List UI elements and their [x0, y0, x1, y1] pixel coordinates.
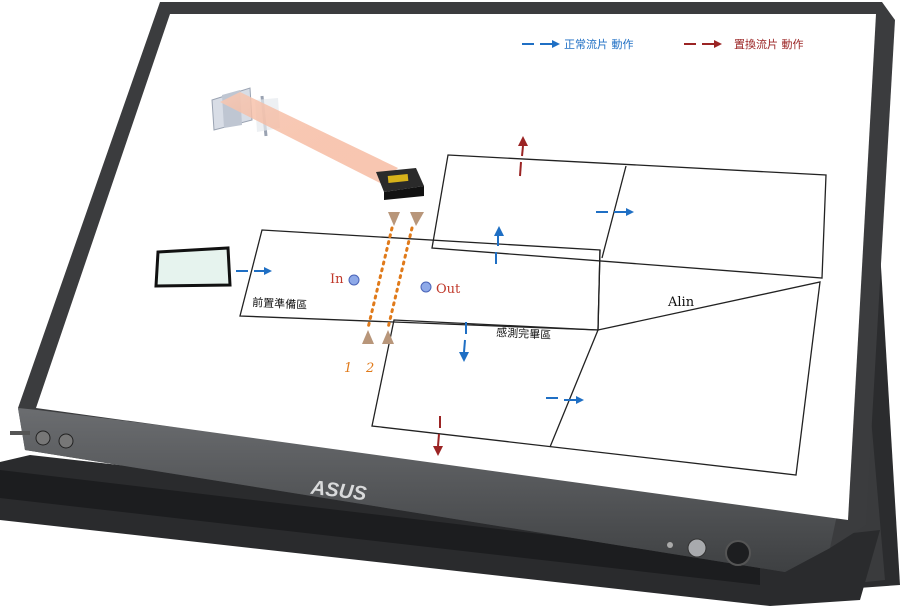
legend-replace-label: 置換流片 動作	[734, 37, 804, 51]
normal-arrow-right-1	[236, 267, 272, 275]
normal-flow-arrows	[236, 208, 634, 404]
left-button-2[interactable]	[58, 433, 74, 449]
sensor-dotted-lines	[366, 226, 414, 330]
alin-zone-label: Alin	[667, 295, 695, 310]
sensor-triangles-top	[388, 212, 424, 226]
wafer-panel-icon	[154, 246, 232, 288]
left-button-1[interactable]	[35, 430, 51, 446]
out-label: Out	[436, 282, 461, 297]
prep-zone-label: 前置準備區	[252, 295, 308, 312]
replace-arrow-down	[433, 416, 443, 456]
upper-zone-box	[431, 154, 827, 279]
normal-arrow-right-2	[596, 208, 634, 216]
out-indicator-icon	[420, 281, 432, 293]
sensor-number-1: 1	[344, 361, 352, 376]
device-buttons	[10, 430, 751, 566]
legend: 正常流片 動作 置換流片 動作	[522, 37, 804, 51]
legend-replace-arrow-icon	[684, 40, 722, 48]
normal-arrow-right-3	[546, 396, 584, 404]
normal-arrow-up	[494, 226, 504, 264]
in-label: In	[330, 272, 344, 287]
sensor-triangles-bottom	[362, 330, 394, 344]
laser-beam	[220, 92, 398, 184]
base-cover	[0, 455, 880, 606]
screen	[36, 14, 876, 520]
sensor-number-2: 2	[365, 361, 374, 376]
in-indicator-icon	[348, 274, 360, 286]
laser-sensor-icon	[376, 168, 424, 200]
replace-flow-arrows	[433, 136, 528, 456]
legend-normal-label: 正常流片 動作	[564, 37, 634, 51]
status-led	[667, 542, 673, 548]
normal-arrow-down	[459, 322, 469, 362]
lower-zone-box	[371, 281, 821, 476]
joystick-button[interactable]	[687, 538, 707, 558]
power-button[interactable]	[725, 540, 751, 566]
replace-arrow-up	[518, 136, 528, 177]
zone-grid	[239, 154, 827, 476]
sensing-done-zone-label: 感測完畢區	[496, 325, 552, 342]
legend-normal-arrow-icon	[522, 40, 560, 48]
